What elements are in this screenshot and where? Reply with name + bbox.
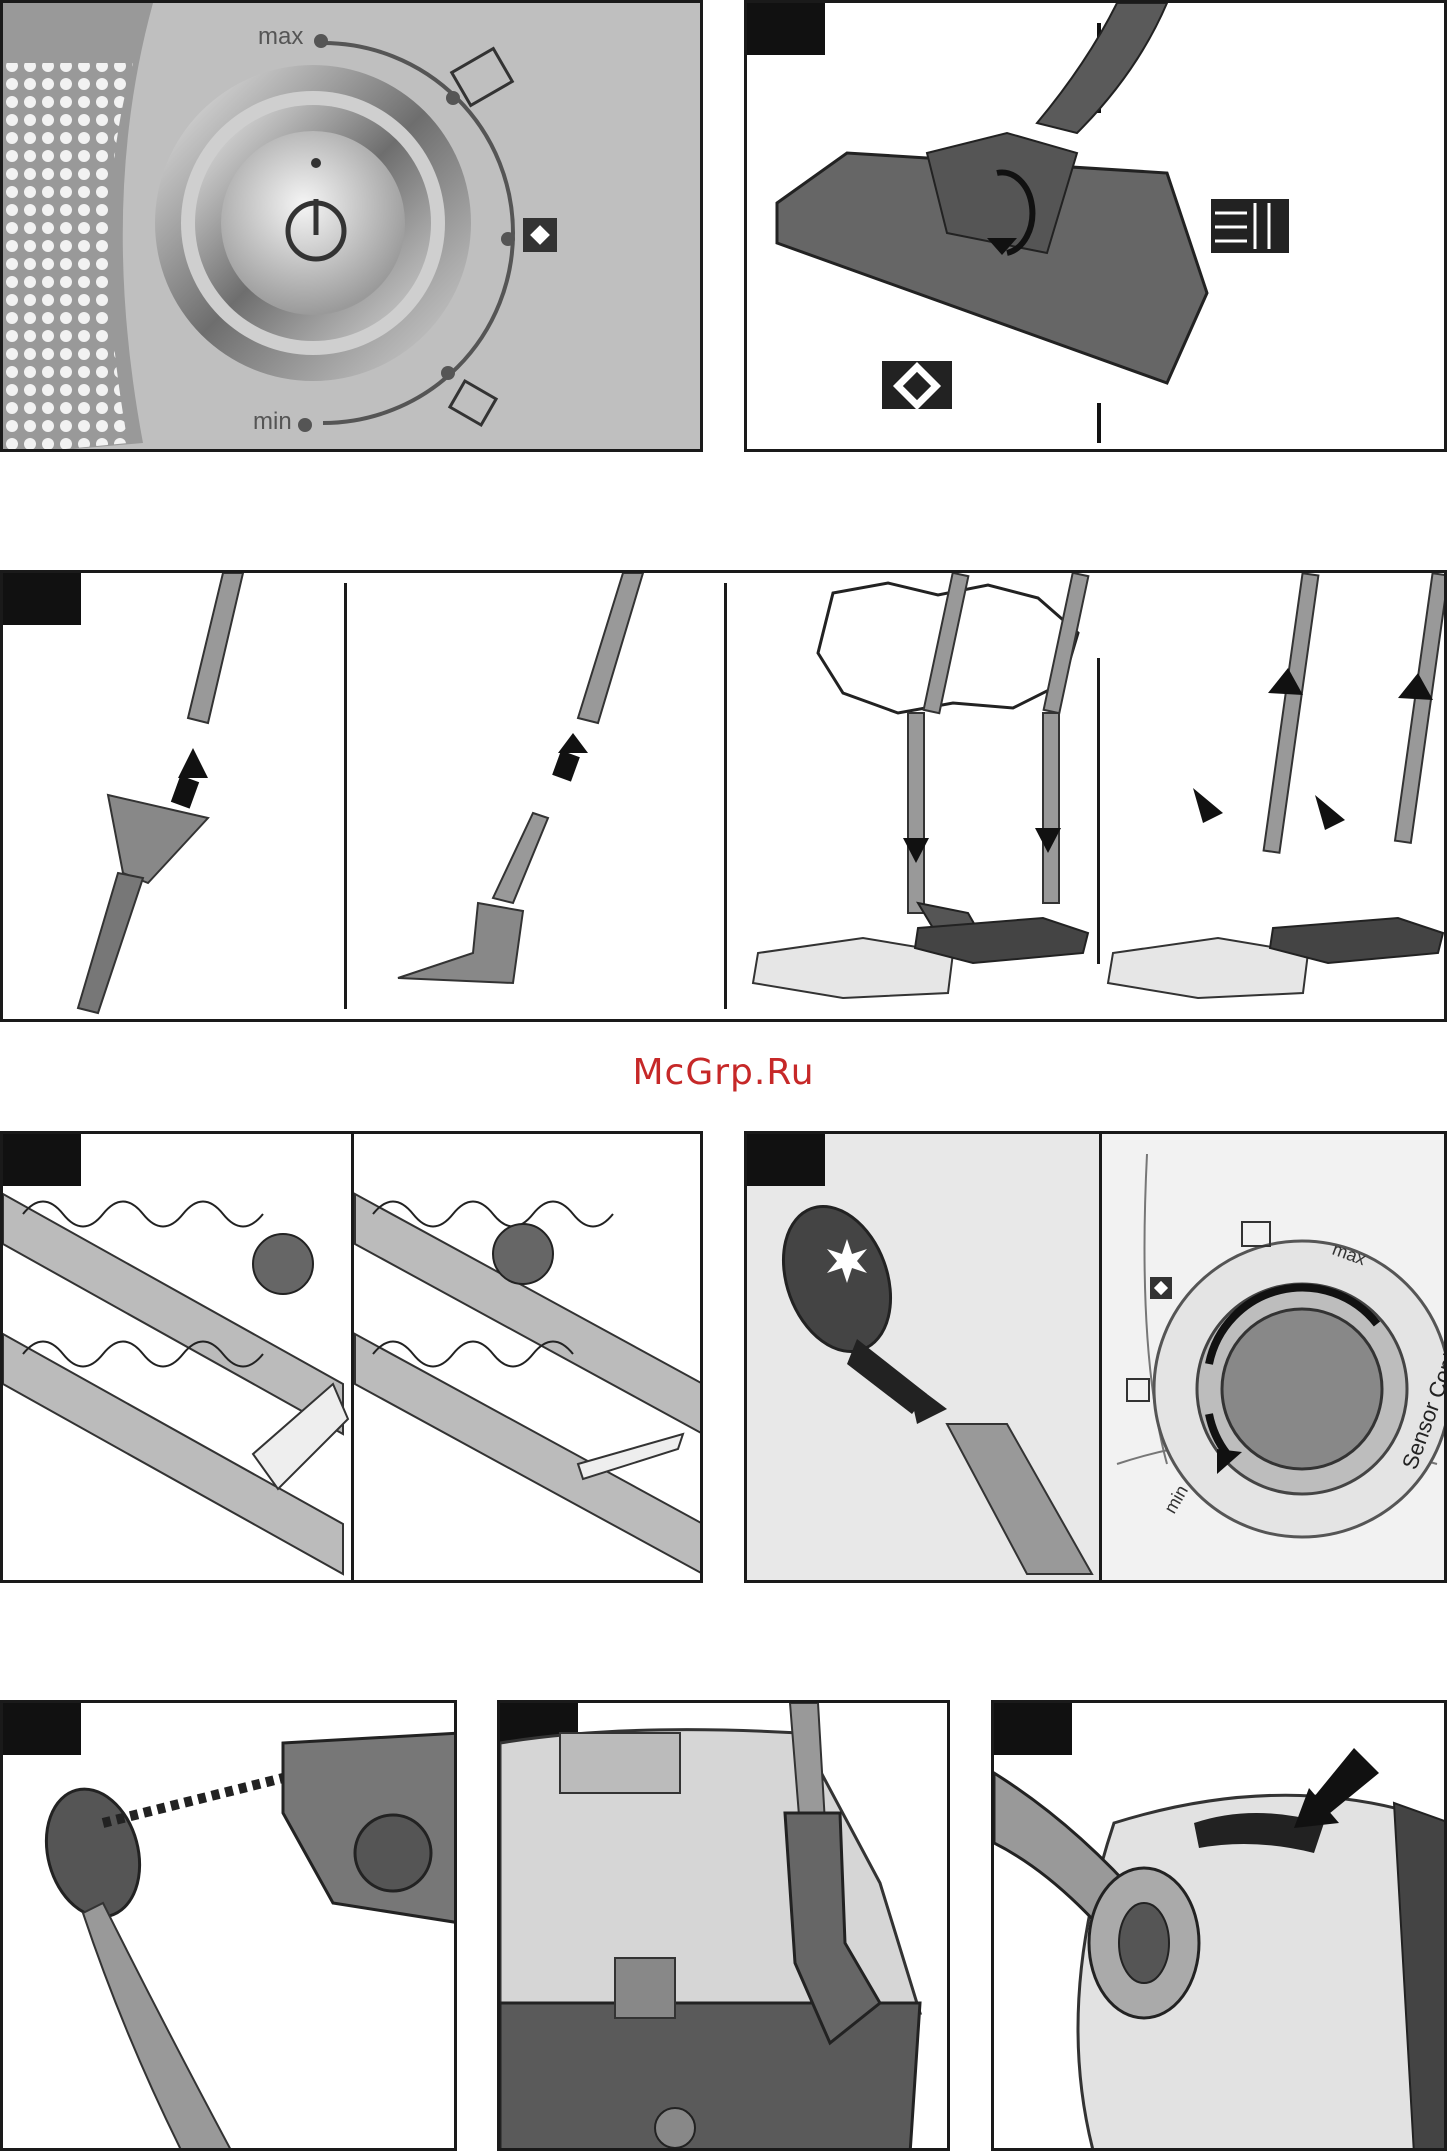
accessories-illustration [3,573,1447,1022]
carpet-icon [523,218,557,252]
figure-accessories [0,570,1447,1022]
figure-parking [497,1700,950,2151]
power-dial-illustration [3,3,703,452]
dial-max-label: max [258,23,303,51]
hose-drill-illustration [3,1703,457,2151]
figure-carry-handle [991,1700,1447,2151]
sensor-control-illustration [747,1134,1447,1583]
figure-hose-drill [0,1700,457,2151]
carpet-icon [1150,1277,1172,1299]
hard-floor-icon [450,381,496,425]
watermark: McGrp.Ru [0,1052,1447,1093]
figure-sensor-control: max min Sensor Control [744,1131,1447,1583]
figure-brush-cleaning [0,1131,703,1583]
max-power-icon [452,49,513,106]
parking-illustration [500,1703,950,2151]
carry-handle-illustration [994,1703,1447,2151]
figure-power-dial: max min [0,0,703,452]
floor-nozzle-illustration [747,3,1447,452]
hard-floor-icon [1211,199,1289,253]
brush-rollers-illustration [3,1134,703,1583]
figure-floor-nozzle-toggle [744,0,1447,452]
carpet-icon [882,361,952,410]
dial-min-label: min [253,408,292,436]
